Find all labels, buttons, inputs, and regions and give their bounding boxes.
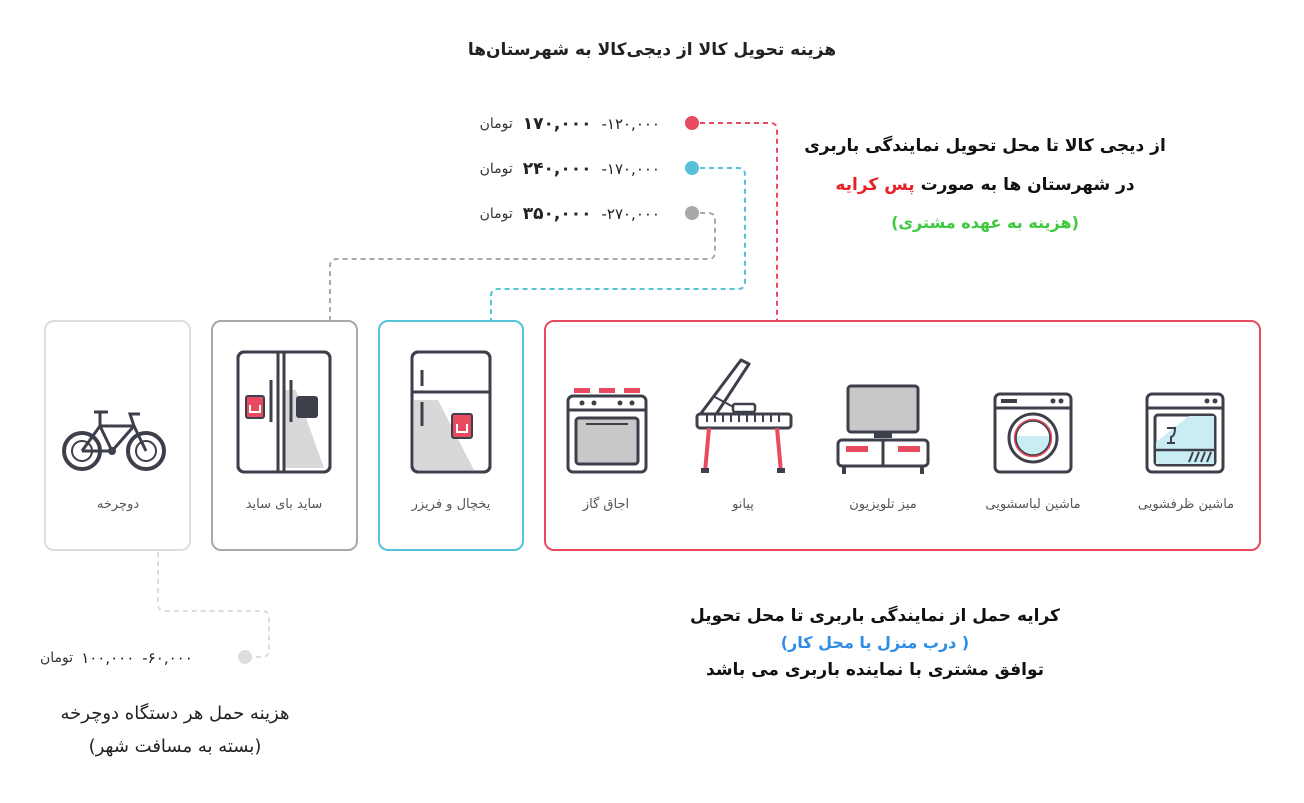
category-label-bicycle: دوچرخه	[96, 497, 140, 512]
tv-stand-icon	[836, 384, 930, 474]
bike-price-unit: تومان	[40, 650, 74, 666]
legend-dot-blue	[685, 161, 699, 175]
gray-connector	[329, 212, 716, 322]
category-label-tv-stand: میز تلویزیون	[849, 497, 917, 512]
info-bottom-line3: توافق مشتری با نماینده باربری می باشد	[706, 660, 1044, 680]
washing-machine-icon	[993, 392, 1073, 474]
legend-low: -۱۲۰,۰۰۰	[601, 115, 660, 133]
legend-unit: تومان	[479, 161, 513, 177]
info-top-line3: (هزینه به عهده مشتری)	[891, 213, 1079, 232]
bike-note-line2: (بسته به مسافت شهر)	[88, 736, 262, 757]
legend-dot-gray	[685, 206, 699, 220]
category-label-piano: پیانو	[732, 497, 754, 512]
info-bottom-line2: (درب منزل یا محل کار )	[780, 633, 970, 652]
bike-price-row: تومان ۱۰۰,۰۰۰ -۶۰,۰۰۰	[40, 647, 193, 669]
dishwasher-icon	[1145, 392, 1225, 474]
bike-note-line1: هزینه حمل هر دستگاه دوچرخه	[60, 703, 290, 724]
category-label-side-by-side: ساید بای ساید	[245, 497, 323, 512]
light-connector	[157, 552, 270, 658]
side-by-side-fridge-icon	[236, 350, 332, 474]
legend-row-gray: تومان ۳۵۰,۰۰۰ -۲۷۰,۰۰۰	[480, 203, 660, 225]
legend-unit: تومان	[479, 116, 513, 132]
legend-high: ۱۷۰,۰۰۰	[522, 114, 592, 134]
fridge-icon	[410, 350, 492, 474]
info-top-line1: از دیجی کالا تا محل تحویل نمایندگی باربر…	[804, 136, 1166, 156]
category-label-stove: اجاق گاز	[582, 497, 630, 512]
bike-price-low: -۶۰,۰۰۰	[142, 649, 193, 667]
page-title: هزینه تحویل کالا از دیجی‌کالا به شهرستان…	[467, 40, 837, 60]
bike-price-high: ۱۰۰,۰۰۰	[81, 649, 135, 667]
legend-high: ۳۵۰,۰۰۰	[522, 204, 592, 224]
legend-row-red: تومان ۱۷۰,۰۰۰ -۱۲۰,۰۰۰	[480, 113, 660, 135]
legend-dot-red	[685, 116, 699, 130]
category-label-dishwasher: ماشین ظرفشویی	[1137, 497, 1235, 512]
red-connector	[700, 122, 778, 322]
piano-icon	[695, 358, 793, 473]
legend-unit: تومان	[479, 206, 513, 222]
legend-low: -۲۷۰,۰۰۰	[601, 205, 660, 223]
red-category-box	[544, 320, 1261, 551]
category-label-fridge: یخچال و فریزر	[411, 497, 491, 512]
category-label-washing-machine: ماشین لباسشویی	[985, 497, 1081, 512]
legend-low: -۱۷۰,۰۰۰	[601, 160, 660, 178]
legend-row-blue: تومان ۲۴۰,۰۰۰ -۱۷۰,۰۰۰	[480, 158, 660, 180]
light-category-box	[44, 320, 191, 551]
bike-price-dot	[238, 650, 252, 664]
info-top-line2: در شهرستان ها به صورت پس کرایه	[800, 175, 1170, 195]
blue-connector	[490, 167, 746, 322]
bicycle-icon	[62, 410, 166, 471]
stove-icon	[566, 388, 648, 474]
info-bottom-line1: کرایه حمل از نمایندگی باربری تا محل تحوی…	[690, 606, 1060, 626]
info-top-line2-highlight: پس کرایه	[835, 175, 915, 195]
info-top-line2-prefix: در شهرستان ها به صورت	[920, 175, 1135, 195]
legend-high: ۲۴۰,۰۰۰	[522, 159, 592, 179]
